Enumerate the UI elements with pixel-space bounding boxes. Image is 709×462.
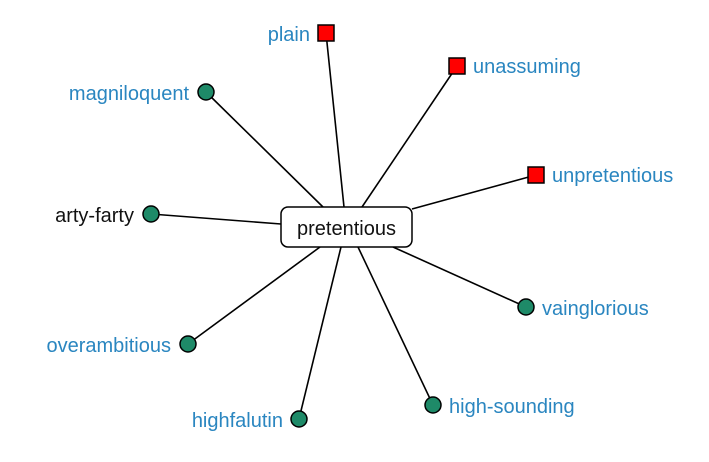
synonym-marker-highfalutin[interactable] bbox=[290, 410, 308, 428]
synonym-marker-overambitious[interactable] bbox=[179, 335, 197, 353]
edge-high-sounding bbox=[357, 246, 434, 406]
edge-highfalutin bbox=[298, 246, 342, 420]
center-node-box bbox=[280, 206, 413, 248]
synonym-marker-high-sounding[interactable] bbox=[424, 396, 442, 414]
edges bbox=[150, 32, 537, 420]
node-label-unassuming[interactable]: unassuming bbox=[473, 56, 581, 78]
node-label-plain[interactable]: plain bbox=[268, 24, 310, 46]
edge-vainglorious bbox=[392, 246, 527, 308]
synonym-marker-arty-farty[interactable] bbox=[142, 205, 160, 223]
synonym-marker-magniloquent[interactable] bbox=[197, 83, 215, 101]
synonym-marker-vainglorious[interactable] bbox=[517, 298, 535, 316]
node-label-overambitious[interactable]: overambitious bbox=[46, 335, 171, 357]
node-label-highfalutin[interactable]: highfalutin bbox=[192, 410, 283, 432]
node-label-vainglorious[interactable]: vainglorious bbox=[542, 298, 649, 320]
antonym-marker-unpretentious[interactable] bbox=[527, 166, 545, 184]
edge-unassuming bbox=[361, 65, 458, 208]
edge-plain bbox=[325, 32, 345, 208]
labels: plain unassuming unpretentious magniloquent… bbox=[46, 24, 673, 432]
center-node-label: pretentious bbox=[297, 218, 396, 240]
edge-unpretentious bbox=[411, 174, 537, 210]
markers bbox=[142, 24, 545, 428]
edge-overambitious bbox=[187, 246, 321, 345]
node-label-unpretentious[interactable]: unpretentious bbox=[552, 165, 673, 187]
antonym-marker-unassuming[interactable] bbox=[448, 57, 466, 75]
edge-arty-farty bbox=[150, 213, 282, 225]
node-label-high-sounding[interactable]: high-sounding bbox=[449, 396, 575, 418]
node-label-magniloquent[interactable]: magniloquent bbox=[69, 83, 190, 105]
center-node[interactable]: pretentious bbox=[280, 206, 413, 248]
node-label-arty-farty: arty-farty bbox=[55, 205, 134, 227]
antonym-marker-plain[interactable] bbox=[317, 24, 335, 42]
edge-magniloquent bbox=[205, 91, 324, 208]
